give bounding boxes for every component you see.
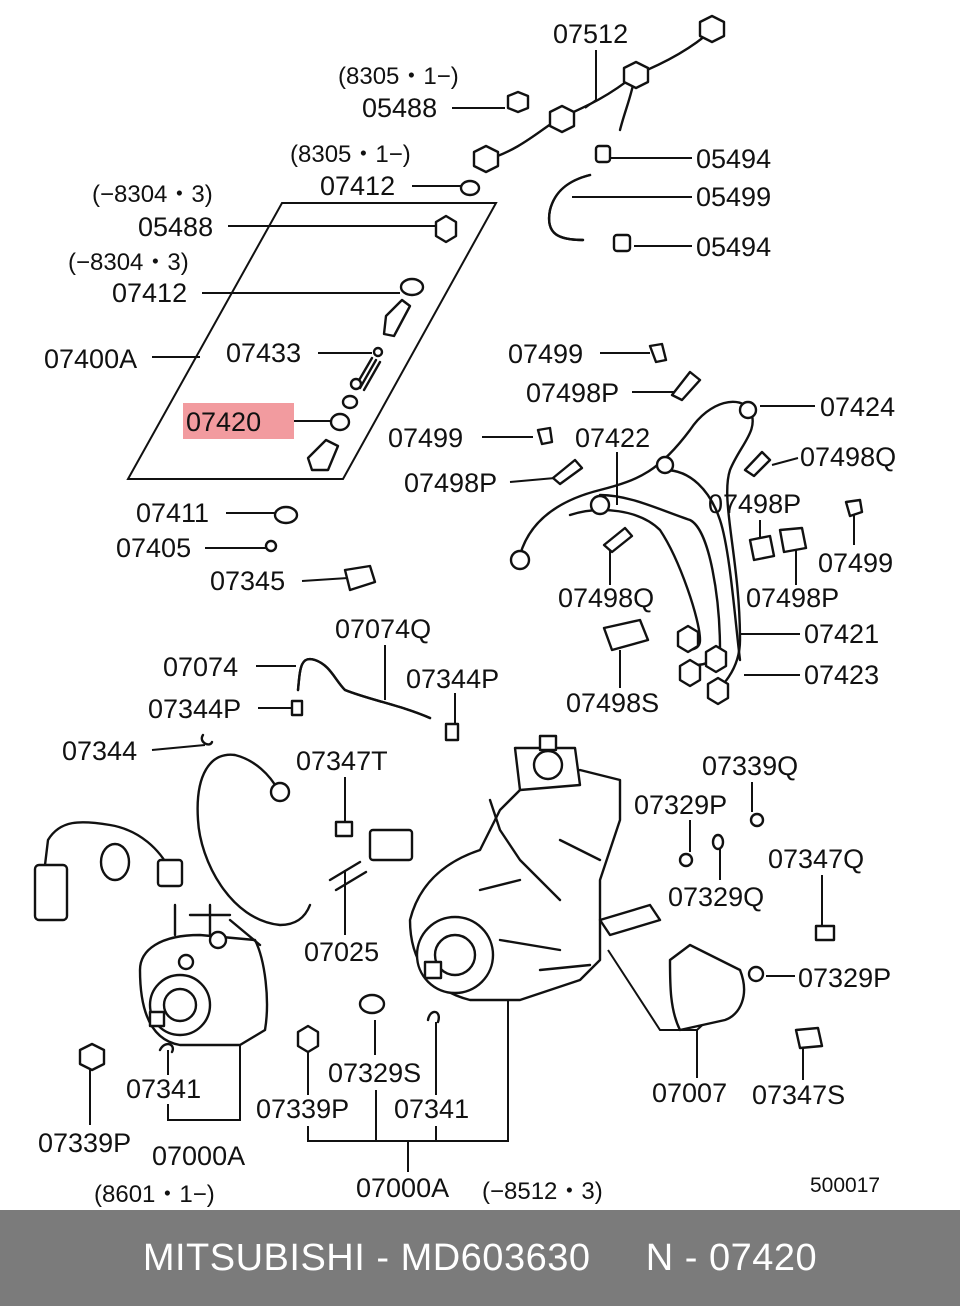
label-07498Q-a: 07498Q — [800, 442, 896, 472]
label-07421: 07421 — [804, 619, 879, 649]
part-number-footer: MITSUBISHI - MD603630 N - 07420 — [0, 1210, 960, 1306]
label-07339P-b: 07339P — [38, 1128, 131, 1158]
note-8304-b: (−8304・3) — [68, 249, 189, 276]
reference-number: 500017 — [810, 1174, 880, 1197]
footer-text: MITSUBISHI - MD603630 N - 07420 — [142, 1237, 818, 1279]
label-07007: 07007 — [652, 1078, 727, 1108]
label-07341-a: 07341 — [126, 1074, 201, 1104]
label-07329P-a: 07329P — [634, 790, 727, 820]
label-07512: 07512 — [553, 19, 628, 49]
label-07347Q: 07347Q — [768, 844, 864, 874]
label-07344P-b: 07344P — [148, 694, 241, 724]
label-07499-b: 07499 — [388, 423, 463, 453]
fuel-pump-right — [296, 734, 836, 1054]
label-07400A: 07400A — [44, 344, 137, 374]
label-07411: 07411 — [136, 498, 209, 528]
label-07341-b: 07341 — [394, 1094, 469, 1124]
clips-bolts — [536, 342, 864, 652]
label-07498P-c: 07498P — [708, 489, 801, 519]
label-07498S: 07498S — [566, 688, 659, 718]
label-07424: 07424 — [820, 392, 895, 422]
note-8601: (8601・1−) — [94, 1181, 215, 1208]
label-07025: 07025 — [304, 937, 379, 967]
label-07329P-b: 07329P — [798, 963, 891, 993]
note-8305-a: (8305・1−) — [338, 63, 459, 90]
label-07347S: 07347S — [752, 1080, 845, 1110]
label-05494-a: 05494 — [696, 144, 771, 174]
label-07498Q-b: 07498Q — [558, 583, 654, 613]
label-05499: 05499 — [696, 182, 771, 212]
label-07344P-a: 07344P — [406, 664, 499, 694]
label-07433: 07433 — [226, 338, 301, 368]
highlight-box — [183, 403, 294, 439]
note-8304-a: (−8304・3) — [92, 181, 213, 208]
label-07498P-d: 07498P — [746, 583, 839, 613]
hoses-07074 — [200, 657, 460, 746]
injection-pipe-07512 — [459, 14, 726, 197]
label-07345: 07345 — [210, 566, 285, 596]
callout-labels: 07512 (8305・1−) 05488 (8305・1−) 07412 (−… — [38, 19, 896, 1208]
kit-frame — [126, 202, 498, 480]
fuel-pump-left — [78, 903, 269, 1072]
parts-diagram: 07512 (8305・1−) 05488 (8305・1−) 07412 (−… — [33, 14, 896, 1208]
label-07499-c: 07499 — [818, 548, 893, 578]
label-07498P-b: 07498P — [404, 468, 497, 498]
label-07412-a: 07412 — [320, 171, 395, 201]
label-07074: 07074 — [163, 652, 238, 682]
label-07405: 07405 — [116, 533, 191, 563]
label-07423: 07423 — [804, 660, 879, 690]
label-07412-b: 07412 — [112, 278, 187, 308]
label-07000A-b: 07000A — [356, 1173, 449, 1203]
label-05494-b: 05494 — [696, 232, 771, 262]
injector-parts — [264, 214, 458, 592]
label-07422: 07422 — [575, 423, 650, 453]
label-07339P-a: 07339P — [256, 1094, 349, 1124]
label-07420-highlighted: 07420 — [186, 407, 261, 437]
label-07074Q: 07074Q — [335, 614, 431, 644]
wiring-harness — [33, 753, 414, 927]
injection-pipes-right — [509, 400, 758, 706]
label-07344: 07344 — [62, 736, 137, 766]
note-8305-b: (8305・1−) — [290, 141, 411, 168]
label-07498P-a: 07498P — [526, 378, 619, 408]
label-05488-b: 05488 — [138, 212, 213, 242]
label-07339Q: 07339Q — [702, 751, 798, 781]
label-07000A-a: 07000A — [152, 1141, 245, 1171]
fuel-hose-05499 — [547, 144, 632, 253]
label-05488-a: 05488 — [362, 93, 437, 123]
label-07499-a: 07499 — [508, 339, 583, 369]
label-07347T: 07347T — [296, 746, 388, 776]
label-07329Q: 07329Q — [668, 882, 764, 912]
label-07329S: 07329S — [328, 1058, 421, 1088]
note-8512: (−8512・3) — [482, 1178, 603, 1205]
